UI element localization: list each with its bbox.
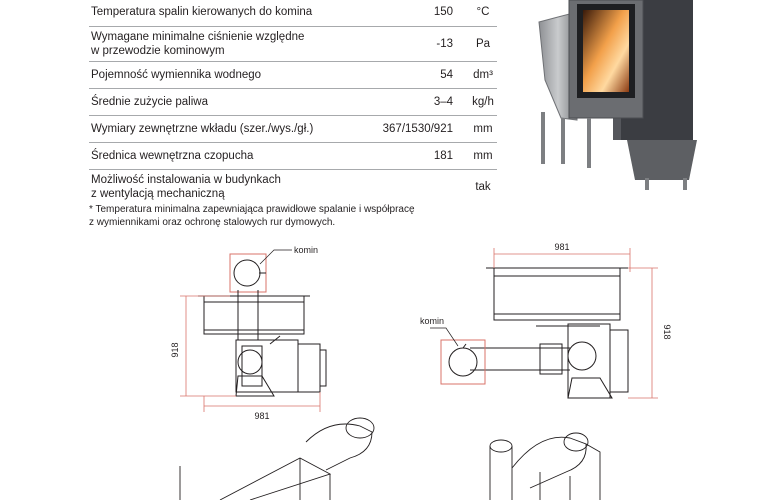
spec-unit: °C bbox=[476, 6, 490, 18]
height-dimension-left: 918 bbox=[170, 342, 180, 357]
spec-label: Wymiary zewnętrzne wkładu (szer./wys./gł… bbox=[91, 123, 314, 135]
spec-value: 181 bbox=[433, 150, 453, 162]
spec-row: Możliwość instalowania w budynkach z wen… bbox=[89, 170, 497, 204]
spec-value: 3–4 bbox=[433, 96, 453, 108]
spec-value: 54 bbox=[440, 69, 453, 81]
spec-label: Średnie zużycie paliwa bbox=[91, 96, 208, 108]
spec-label: Temperatura spalin kierowanych do komina bbox=[91, 6, 313, 18]
spec-value: 150 bbox=[433, 6, 453, 18]
komin-label-right: komin bbox=[420, 316, 444, 326]
spec-unit: dm³ bbox=[473, 69, 493, 81]
spec-label: Pojemność wymiennika wodnego bbox=[91, 69, 262, 81]
spec-value: 367/1530/921 bbox=[382, 123, 453, 135]
spec-row: Pojemność wymiennika wodnego 54 dm³ bbox=[89, 62, 497, 89]
technical-drawings: komin 918 981 komin 981 918 bbox=[170, 242, 672, 500]
spec-row: Średnie zużycie paliwa 3–4 kg/h bbox=[89, 89, 497, 116]
spec-unit: mm bbox=[473, 150, 493, 162]
width-dimension-left: 981 bbox=[254, 411, 269, 421]
spec-value: -13 bbox=[436, 38, 453, 50]
isometric-drawings bbox=[179, 417, 601, 500]
fireplace-insert-photo bbox=[538, 0, 697, 190]
spec-row: Wymagane minimalne ciśnienie względne w … bbox=[89, 27, 497, 62]
spec-label: Możliwość instalowania w budynkach z wen… bbox=[91, 174, 281, 200]
komin-label-left: komin bbox=[294, 245, 318, 255]
height-dimension-right: 918 bbox=[662, 324, 672, 339]
spec-unit: Pa bbox=[475, 38, 491, 50]
width-dimension-right: 981 bbox=[554, 242, 569, 252]
spec-unit: kg/h bbox=[472, 96, 494, 108]
spec-unit: tak bbox=[475, 181, 491, 193]
footnote: * Temperatura minimalna zapewniająca pra… bbox=[89, 204, 415, 228]
spec-row: Wymiary zewnętrzne wkładu (szer./wys./gł… bbox=[89, 116, 497, 143]
spec-label: Wymagane minimalne ciśnienie względne w … bbox=[91, 31, 305, 57]
spec-row: Temperatura spalin kierowanych do komina… bbox=[89, 0, 497, 27]
spec-label: Średnica wewnętrzna czopucha bbox=[91, 150, 254, 162]
spec-row: Średnica wewnętrzna czopucha 181 mm bbox=[89, 143, 497, 170]
spec-table: Temperatura spalin kierowanych do komina… bbox=[89, 0, 497, 204]
left-drawing bbox=[180, 249, 327, 412]
right-drawing bbox=[430, 248, 658, 399]
spec-unit: mm bbox=[473, 123, 493, 135]
